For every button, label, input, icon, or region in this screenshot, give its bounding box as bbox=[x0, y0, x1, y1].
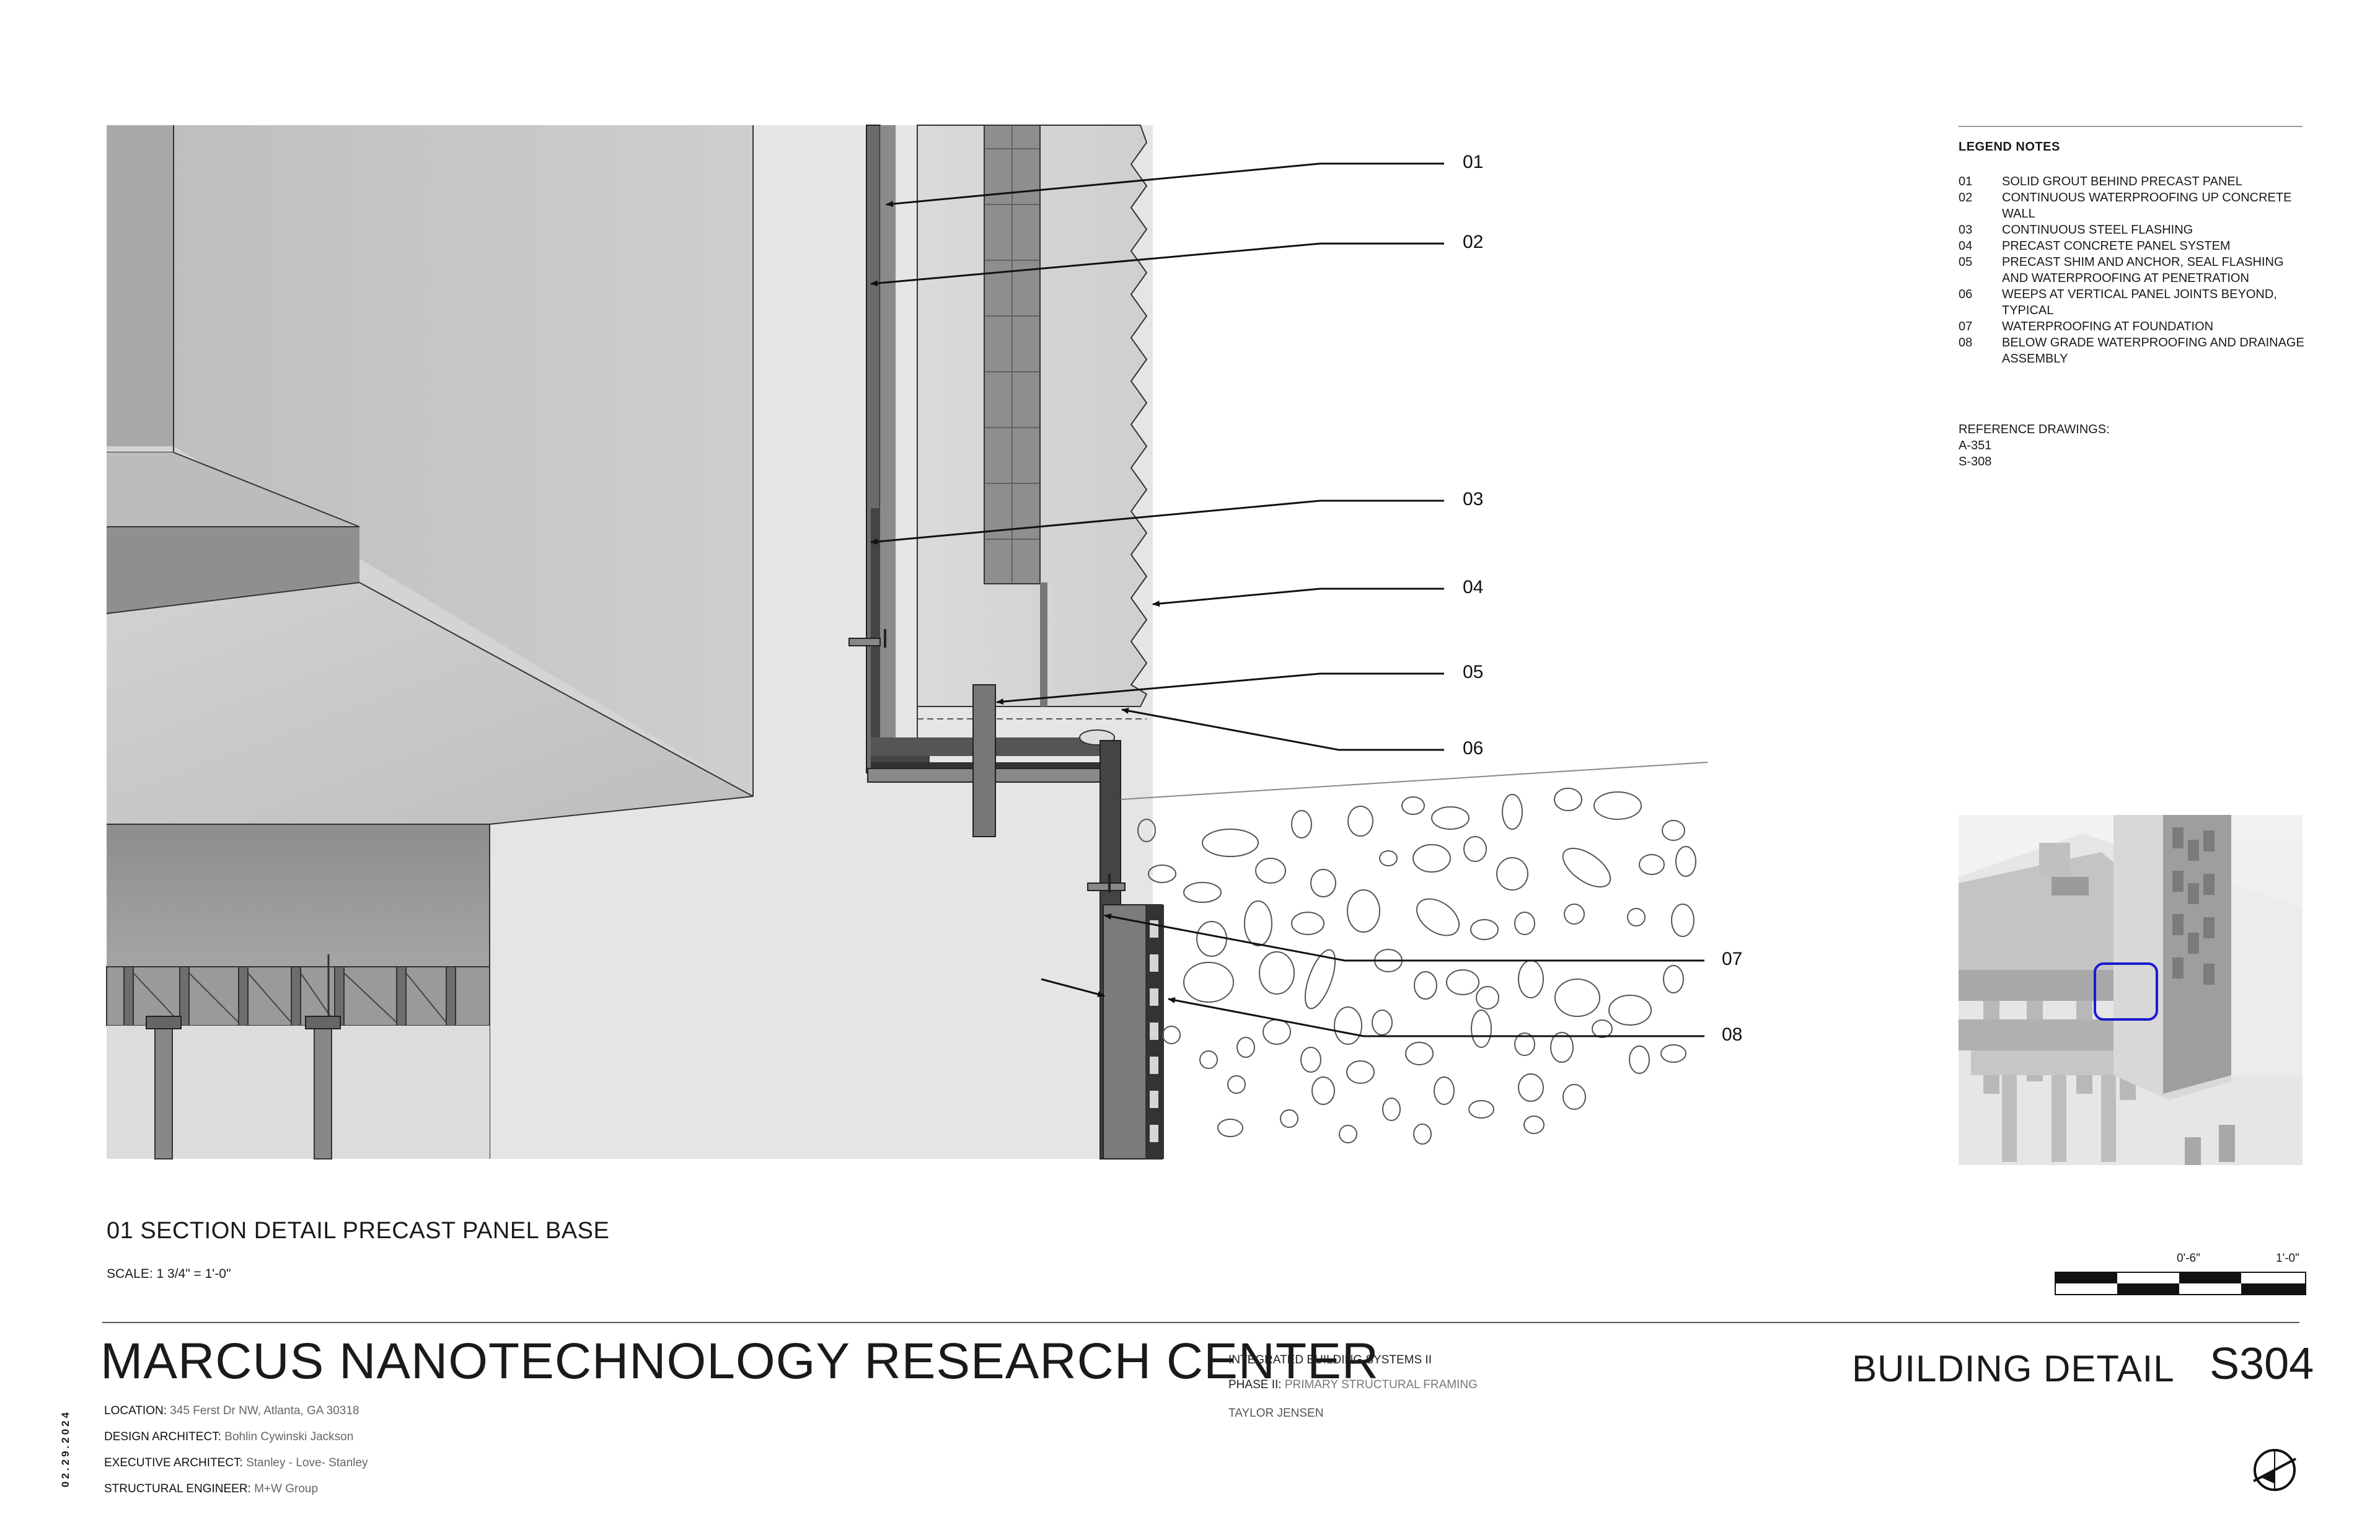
callout-leaders bbox=[870, 162, 1704, 1037]
scale-label-end: 1'-0" bbox=[2276, 1252, 2299, 1265]
legend-title: LEGEND NOTES bbox=[1959, 140, 2060, 154]
sheet-title: BUILDING DETAIL bbox=[1852, 1348, 2175, 1389]
reference-item: S-308 bbox=[1959, 455, 1992, 469]
detail-title: 01 SECTION DETAIL PRECAST PANEL BASE bbox=[107, 1218, 610, 1244]
scale-label-mid: 0'-6" bbox=[2177, 1252, 2200, 1265]
course-name: INTEGRATED BUILDING SYSTEMS II bbox=[1228, 1353, 1432, 1366]
soil-gravel bbox=[1137, 788, 1696, 1145]
sheet-date: 02.29.2024 bbox=[60, 1409, 71, 1487]
key-plan-thumbnail bbox=[1959, 815, 2303, 1165]
callout-03: 03 bbox=[1463, 489, 1484, 509]
location-line: LOCATION: 345 Ferst Dr NW, Atlanta, GA 3… bbox=[104, 1404, 359, 1417]
callout-02: 02 bbox=[1463, 232, 1484, 252]
grade-line bbox=[1120, 762, 1708, 800]
callout-04: 04 bbox=[1463, 577, 1484, 597]
callout-07: 07 bbox=[1722, 949, 1743, 969]
graphic-scale-bar bbox=[2055, 1272, 2306, 1295]
structural-engineer-line: STRUCTURAL ENGINEER: M+W Group bbox=[104, 1482, 319, 1495]
callout-06: 06 bbox=[1463, 738, 1484, 759]
sheet-number: S304 bbox=[2210, 1339, 2314, 1389]
slab-step bbox=[107, 527, 359, 614]
course-phase: PHASE II: PRIMARY STRUCTURAL FRAMING bbox=[1228, 1378, 1478, 1391]
shim-anchor bbox=[972, 684, 996, 837]
course-author: TAYLOR JENSEN bbox=[1228, 1407, 1324, 1420]
design-architect-line: DESIGN ARCHITECT: Bohlin Cywinski Jackso… bbox=[104, 1430, 354, 1443]
detail-location-highlight bbox=[2094, 962, 2158, 1021]
callout-05: 05 bbox=[1463, 662, 1484, 682]
north-arrow-icon bbox=[2253, 1449, 2296, 1491]
slab-face bbox=[107, 824, 490, 967]
legend-rule bbox=[1959, 126, 2303, 127]
executive-architect-line: EXECUTIVE ARCHITECT: Stanley - Love- Sta… bbox=[104, 1456, 368, 1469]
reference-title: REFERENCE DRAWINGS: bbox=[1959, 423, 2110, 436]
callout-08: 08 bbox=[1722, 1024, 1743, 1045]
detail-scale: SCALE: 1 3/4" = 1'-0" bbox=[107, 1267, 231, 1281]
reference-item: A-351 bbox=[1959, 439, 1992, 452]
callout-01: 01 bbox=[1463, 152, 1484, 172]
slab-top bbox=[107, 583, 753, 824]
reference-drawings: REFERENCE DRAWINGS: A-351 S-308 bbox=[1959, 421, 2110, 470]
project-title: MARCUS NANOTECHNOLOGY RESEARCH CENTER bbox=[100, 1333, 1379, 1389]
title-block-rule bbox=[102, 1322, 2299, 1323]
